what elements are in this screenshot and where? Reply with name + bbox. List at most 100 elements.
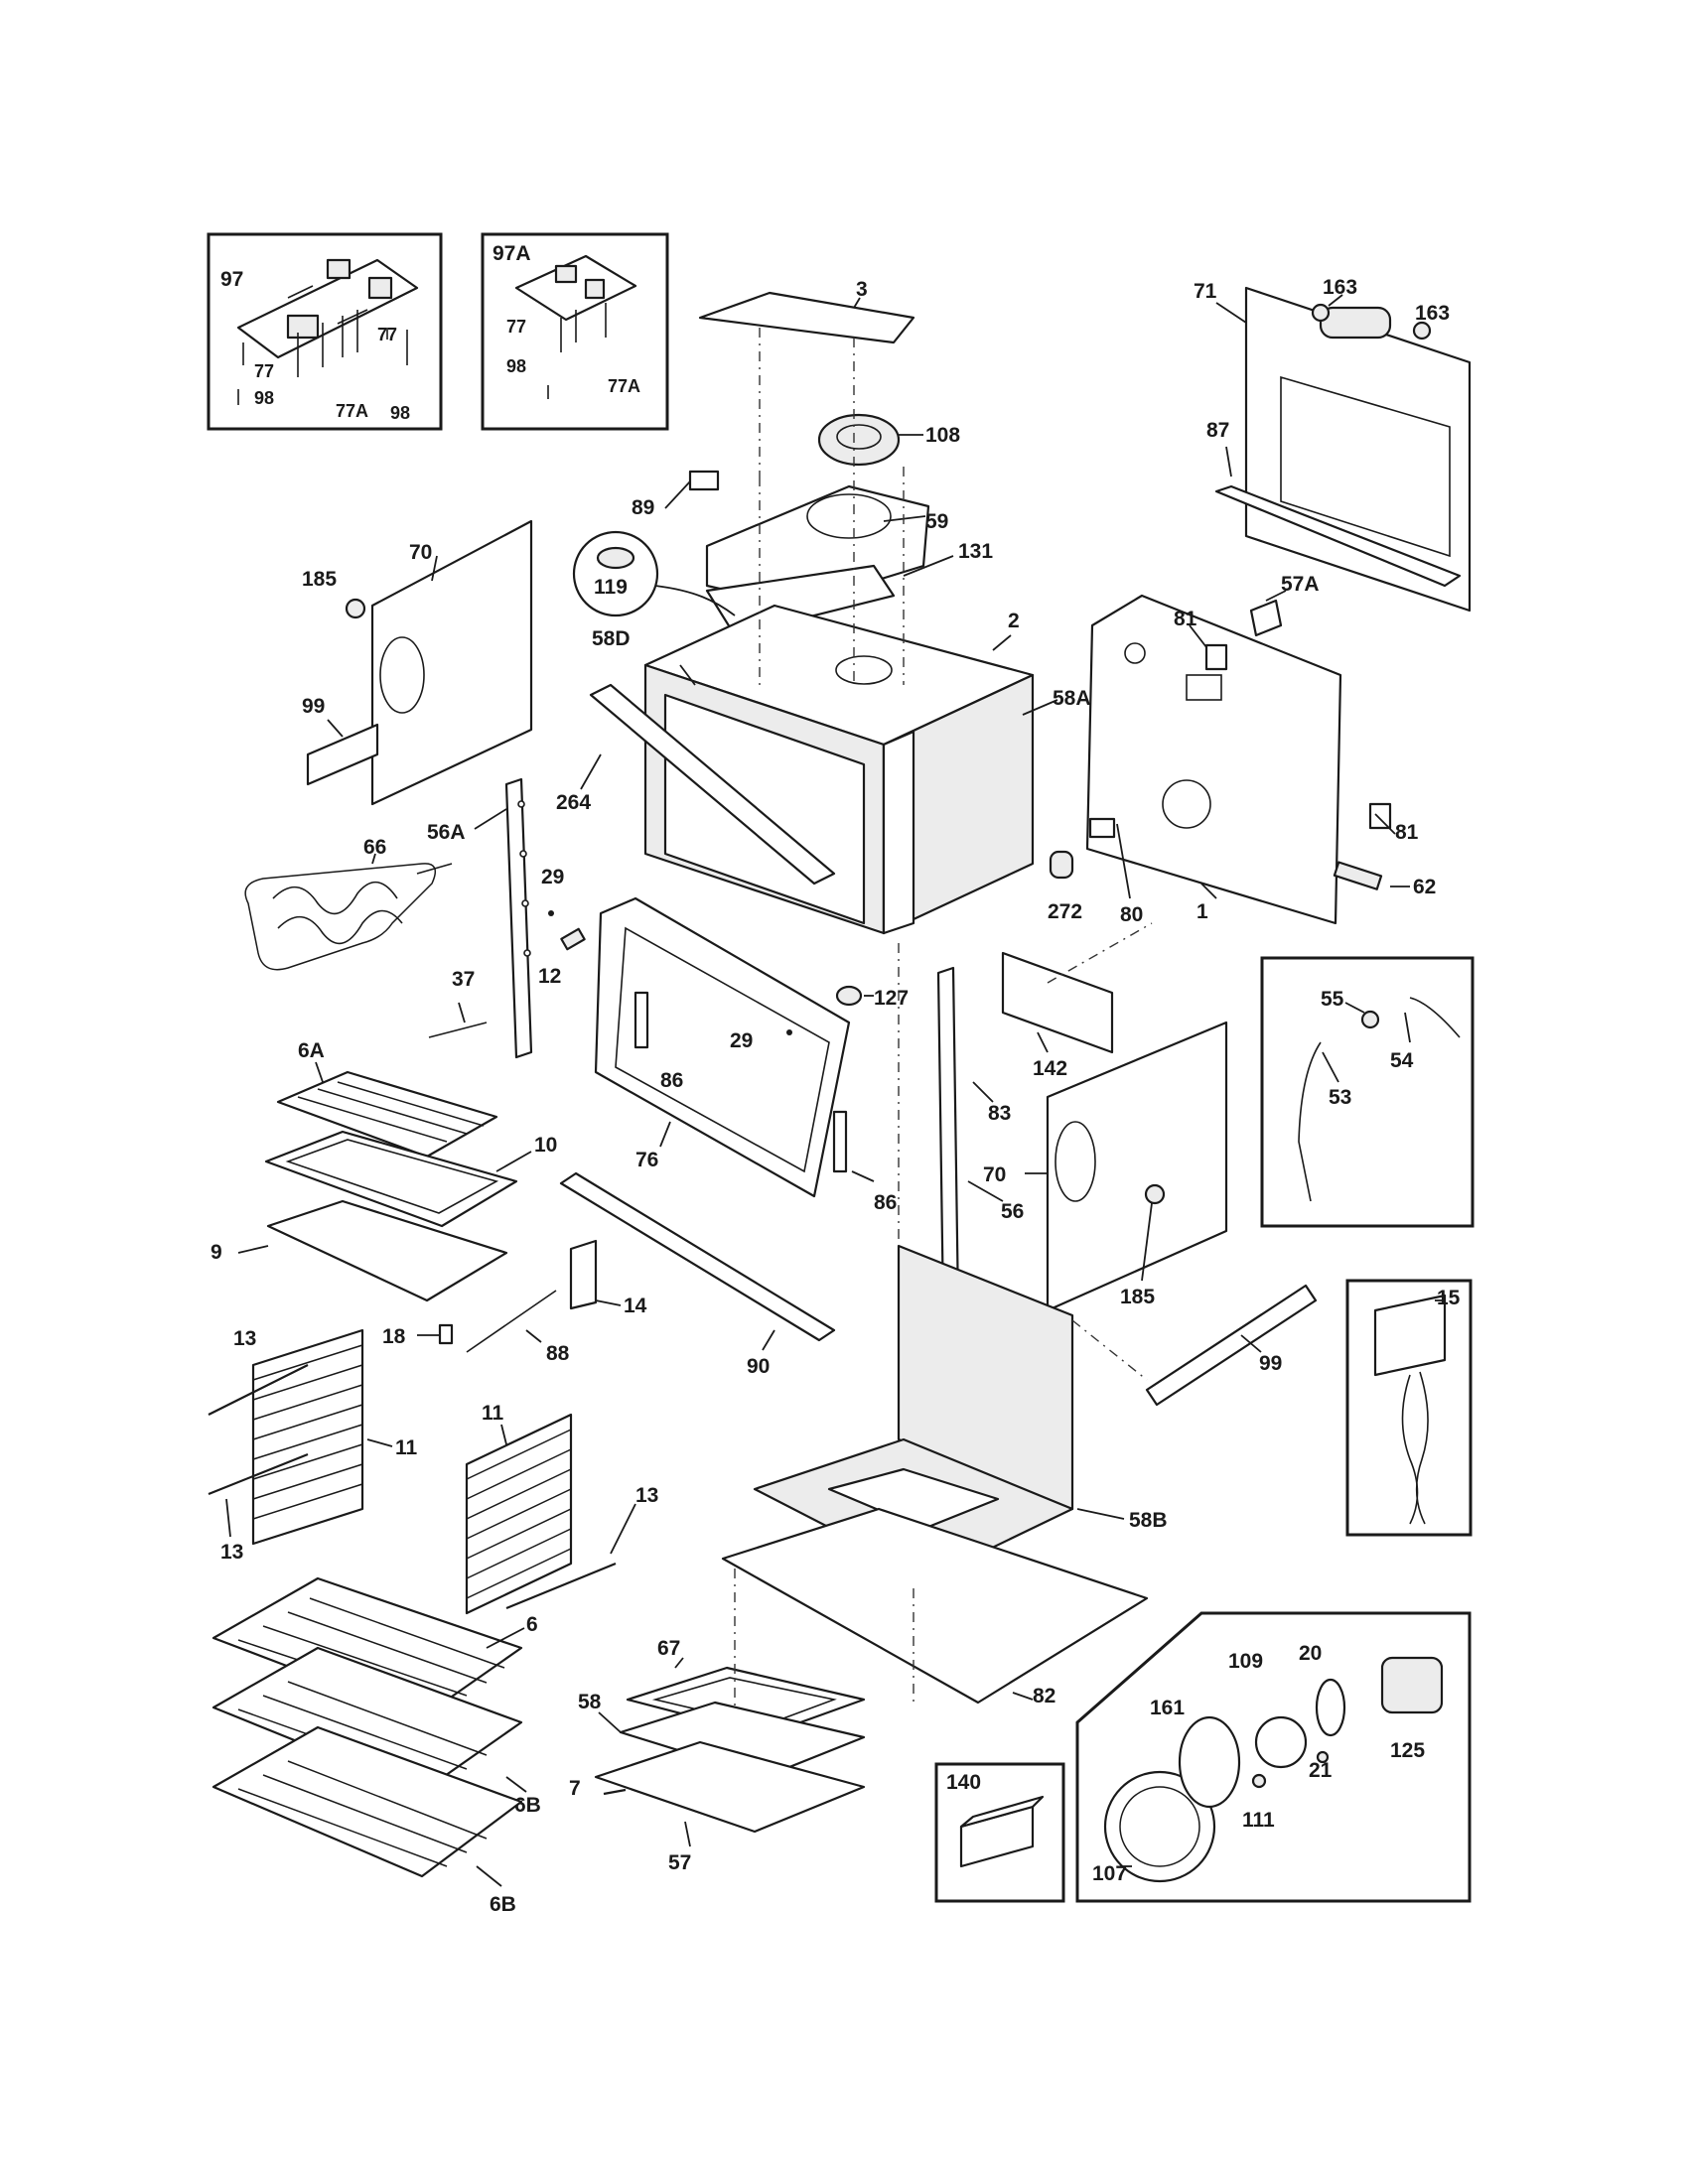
label-272: 272 [1048, 900, 1082, 923]
label-90: 90 [747, 1355, 770, 1378]
label-6b: 6B [514, 1794, 541, 1817]
label-76: 76 [635, 1149, 658, 1171]
label-67: 67 [657, 1637, 680, 1660]
label-37: 37 [452, 968, 475, 991]
label-10: 10 [534, 1134, 557, 1157]
label-11: 11 [395, 1436, 418, 1459]
label-6: 6 [526, 1613, 538, 1636]
part-272: 272 [1048, 850, 1082, 923]
clip-18: 18 [382, 1323, 454, 1348]
label-140: 140 [946, 1771, 981, 1794]
slide-13-left-top: 13 [208, 1327, 309, 1416]
label-7: 7 [569, 1777, 581, 1800]
part-12: 12 [538, 927, 586, 988]
screw-29: 29 [541, 866, 564, 916]
label-97a: 97A [492, 242, 531, 265]
label-86: 86 [660, 1069, 683, 1092]
label-29: 29 [730, 1029, 753, 1052]
slide-13-left-bottom: 13 [208, 1452, 309, 1564]
inset-box-convection-fan: 107 161 109 111 20 21 125 [1075, 1611, 1472, 1903]
insulation-58b: 58B [753, 1244, 1168, 1580]
fan-motor-108: 108 [817, 413, 960, 467]
label-99: 99 [1259, 1352, 1282, 1375]
label-54: 54 [1390, 1049, 1414, 1072]
sensor-37: 37 [428, 968, 488, 1038]
broil-rack-6a: 6A [276, 1039, 498, 1159]
broil-element-66: 66 [244, 836, 453, 971]
label-107: 107 [1092, 1862, 1127, 1885]
front-trim-264: 264 [556, 683, 836, 886]
label-131: 131 [958, 540, 993, 563]
rail-56: 56 [936, 966, 1024, 1312]
label-55: 55 [1321, 988, 1344, 1011]
bracket-14: 14 [569, 1239, 647, 1317]
panel-142: 142 [1001, 951, 1114, 1080]
part-127: 127 [835, 985, 909, 1010]
bracket-99-left: 99 [302, 695, 379, 786]
strip-87: 87 [1206, 419, 1462, 588]
rear-panel-71: 71 [1194, 280, 1472, 613]
label-3: 3 [856, 278, 868, 301]
bottom-frame-82: 82 [721, 1507, 1149, 1707]
screw-29b: 29 [730, 1029, 792, 1052]
terminal-block-62: 62 [1333, 861, 1436, 898]
slide-13-right: 13 [505, 1484, 658, 1610]
label-66: 66 [363, 836, 386, 859]
grommet-185-right: 185 [1120, 1183, 1166, 1308]
rack-support-11-right: 11 [465, 1402, 573, 1615]
ring-161: 161 [1150, 1697, 1241, 1809]
control-board-97a-illustration [514, 254, 637, 399]
label-58d: 58D [592, 627, 631, 650]
label-1: 1 [1196, 900, 1208, 923]
nut-163-b: 163 [1412, 302, 1450, 341]
control-board-97-illustration [236, 258, 419, 405]
label-77: 77 [254, 361, 274, 381]
oven-rack-6b-lower: 6B [211, 1725, 523, 1916]
label-71: 71 [1194, 280, 1217, 303]
inset-box-probe: 55 54 53 [1260, 956, 1475, 1228]
trim-90: 90 [559, 1171, 836, 1378]
label-77: 77 [377, 325, 397, 344]
broil-pan-9: 9 [211, 1199, 508, 1302]
label-99: 99 [302, 695, 325, 718]
screw-7: 7 [569, 1777, 627, 1800]
plate-20: 20 [1299, 1642, 1346, 1737]
nut-21: 21 [1309, 1750, 1333, 1782]
label-109: 109 [1228, 1650, 1263, 1673]
nut-163-a: 163 [1311, 276, 1357, 323]
label-88: 88 [546, 1342, 570, 1365]
label-29: 29 [541, 866, 564, 888]
drip-tray-57: 57 [594, 1740, 866, 1874]
label-86: 86 [874, 1191, 897, 1214]
label-80: 80 [1120, 903, 1143, 926]
label-119: 119 [594, 576, 628, 599]
label-56: 56 [1001, 1200, 1024, 1223]
assembly-guide-lines [734, 328, 1153, 1707]
label-264: 264 [556, 791, 591, 814]
label-81: 81 [1395, 821, 1419, 844]
label-13: 13 [233, 1327, 256, 1350]
inset-box-15: 15 [1345, 1279, 1473, 1537]
rod-88: 88 [466, 1290, 570, 1365]
label-163: 163 [1415, 302, 1450, 325]
label-58: 58 [578, 1691, 602, 1713]
inset-box-140: 140 [934, 1762, 1065, 1903]
label-15: 15 [1437, 1287, 1461, 1309]
rack-support-11-left: 11 [251, 1328, 418, 1546]
label-58b: 58B [1129, 1509, 1168, 1532]
label-58a: 58A [1053, 687, 1091, 710]
part-83: 83 [972, 1081, 1011, 1125]
grommet-185-left: 185 [302, 568, 366, 619]
label-77: 77 [506, 317, 526, 337]
fan-cover-107: 107 [1092, 1770, 1216, 1885]
label-56a: 56A [427, 821, 466, 844]
label-13: 13 [635, 1484, 658, 1507]
label-12: 12 [538, 965, 561, 988]
label-81: 81 [1174, 608, 1197, 630]
label-98: 98 [390, 403, 410, 423]
label-111: 111 [1242, 1809, 1275, 1832]
bracket-57a: 57A [1249, 573, 1320, 637]
label-59: 59 [925, 510, 948, 533]
label-20: 20 [1299, 1642, 1322, 1665]
label-163: 163 [1323, 276, 1357, 299]
